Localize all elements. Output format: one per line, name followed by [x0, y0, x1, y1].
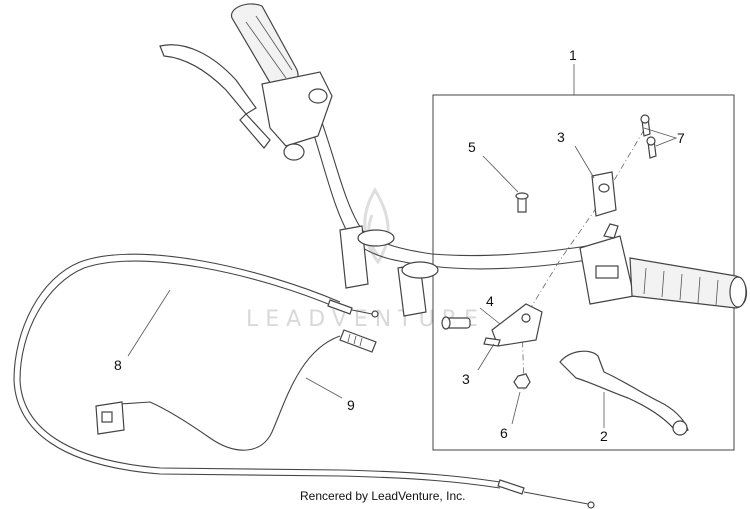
callout-9: 9 — [347, 397, 355, 413]
handlebar — [299, 94, 601, 317]
callout-7: 7 — [677, 130, 685, 146]
callout-4: 4 — [486, 293, 494, 309]
credit-line: Rencered by LeadVenture, Inc. — [300, 489, 465, 503]
part-7-screws — [640, 114, 657, 159]
part-9-sensor-wire — [95, 329, 377, 451]
master-cylinder — [261, 71, 333, 147]
callout-5: 5 — [468, 139, 476, 155]
callout-2: 2 — [600, 428, 608, 444]
callout-labels: 1 3 7 5 4 8 3 9 6 2 — [114, 47, 685, 444]
part-5-screw — [515, 192, 529, 213]
callout-1: 1 — [569, 47, 577, 63]
front-brake-lever — [159, 44, 257, 115]
part-6-nut — [513, 373, 531, 389]
watermark-text: LEADVENTURE — [246, 307, 485, 332]
right-grip — [629, 257, 748, 309]
left-grip — [230, 3, 299, 90]
callout-3-lower: 3 — [462, 371, 470, 387]
part-2-clutch-lever — [559, 350, 689, 436]
leadventure-watermark: LEADVENTURE — [246, 187, 485, 332]
callout-6: 6 — [500, 425, 508, 441]
right-grip-assembly — [579, 223, 748, 309]
callout-3-upper: 3 — [557, 129, 565, 145]
switch-plug — [441, 316, 471, 330]
part-3-upper-clamp — [591, 171, 617, 217]
leader-lines — [127, 64, 678, 428]
left-grip-assembly — [159, 3, 333, 161]
callout-8: 8 — [114, 357, 122, 373]
part-8-clutch-cable — [13, 253, 595, 509]
part-4-lever-bracket — [483, 303, 543, 347]
assembly-axis — [521, 129, 645, 391]
